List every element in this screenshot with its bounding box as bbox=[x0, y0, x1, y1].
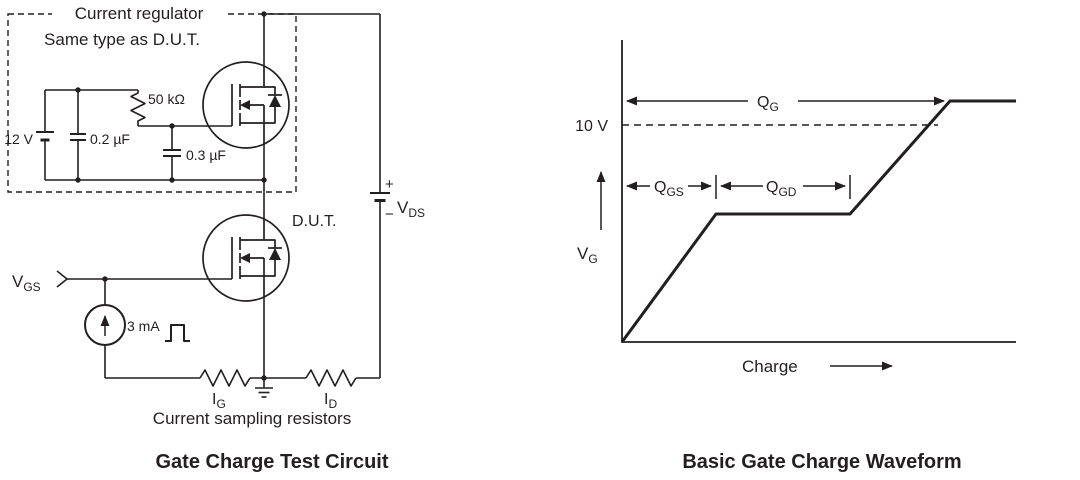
ground-symbol bbox=[255, 378, 273, 398]
battery-12v-symbol bbox=[36, 131, 54, 142]
junction-dots bbox=[75, 11, 267, 381]
resistor-50k-label: 50 kΩ bbox=[148, 91, 185, 107]
resistor-50k-zigzag bbox=[130, 90, 146, 126]
qgd-span-arrow bbox=[720, 175, 851, 199]
current-regulator-label: Current regulator bbox=[75, 4, 204, 23]
resistor-ig-symbol bbox=[199, 369, 251, 387]
qgs-span-arrow bbox=[626, 175, 717, 199]
mosfet-dut-symbol bbox=[202, 214, 290, 302]
dut-label: D.U.T. bbox=[292, 213, 336, 230]
cap-0p3uf-label: 0.3 µF bbox=[186, 147, 226, 163]
vds-plus-sign: + bbox=[385, 176, 394, 193]
vgs-input-chevron bbox=[56, 270, 68, 288]
mosfet-regulator-symbol bbox=[202, 61, 290, 149]
vds-label: VDS bbox=[397, 198, 425, 220]
qgs-label: QGS bbox=[654, 179, 684, 199]
circuit-wires bbox=[44, 13, 381, 379]
same-type-label: Same type as D.U.T. bbox=[44, 30, 200, 49]
vds-minus-sign: − bbox=[385, 206, 394, 223]
ig-label: IG bbox=[212, 391, 226, 411]
gate-charge-waveform-plot: 10 V QG QGS QGD VG Charge Basic Gate Cha… bbox=[575, 40, 1016, 473]
capacitor-0p3uf-symbol bbox=[163, 149, 181, 157]
sampling-resistors-note: Current sampling resistors bbox=[153, 409, 351, 428]
circuit-caption: Gate Charge Test Circuit bbox=[155, 451, 388, 473]
x-axis-charge-label: Charge bbox=[742, 357, 798, 376]
qgd-label: QGD bbox=[766, 179, 797, 199]
cap-0p2uf-label: 0.2 µF bbox=[90, 131, 130, 147]
pulse-waveform-glyph bbox=[165, 324, 190, 342]
vg-label: VG bbox=[577, 244, 598, 266]
waveform-caption: Basic Gate Charge Waveform bbox=[682, 451, 961, 473]
id-label: ID bbox=[324, 391, 337, 411]
resistor-id-symbol bbox=[305, 369, 357, 387]
vgs-label: VGS bbox=[12, 272, 41, 294]
box-label-underlay bbox=[52, 4, 227, 22]
vg-curve bbox=[620, 99, 1016, 343]
current-source-value-label: 3 mA bbox=[127, 318, 160, 334]
qg-label: QG bbox=[757, 94, 779, 114]
current-source-symbol bbox=[84, 304, 126, 346]
capacitor-0p2uf-symbol bbox=[70, 133, 86, 141]
y-ref-10v-label: 10 V bbox=[575, 118, 608, 135]
gate-charge-test-circuit: Current regulator Same type as D.U.T. 12… bbox=[4, 4, 425, 473]
supply-12v-label: 12 V bbox=[4, 131, 33, 147]
vds-battery-symbol bbox=[370, 192, 390, 202]
